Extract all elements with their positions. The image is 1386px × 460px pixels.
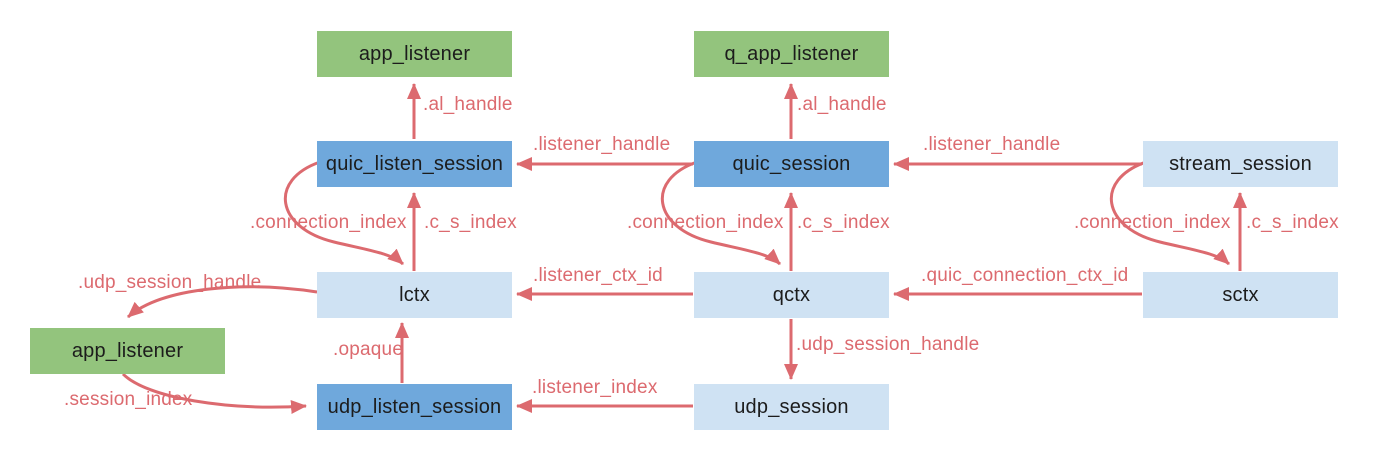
edge-session-index [121, 372, 307, 414]
edge-label-connection-index-3: .connection_index [1074, 212, 1231, 233]
edge-connection-index-2 [660, 160, 782, 266]
edge-udp-session-handle-left [127, 285, 318, 319]
edge-label-connection-index-1: .connection_index [250, 212, 407, 233]
edge-label-listener-ctx-id: .listener_ctx_id [533, 265, 663, 286]
edge-label-connection-index-2: .connection_index [627, 212, 784, 233]
node-quic-session: quic_session [694, 141, 889, 187]
edge-label-udp-session-handle-left: .udp_session_handle [78, 272, 262, 293]
node-app-listener-top: app_listener [317, 31, 512, 77]
node-udp-session: udp_session [694, 384, 889, 430]
edge-connection-index-3 [1109, 160, 1231, 266]
edge-label-session-index: .session_index [64, 389, 193, 410]
node-stream-session: stream_session [1143, 141, 1338, 187]
edge-connection-index-1 [283, 160, 405, 266]
node-sctx: sctx [1143, 272, 1338, 318]
node-quic-listen-session: quic_listen_session [317, 141, 512, 187]
edge-label-opaque: .opaque [333, 339, 404, 360]
edge-label-listener-index: .listener_index [532, 377, 658, 398]
node-q-app-listener: q_app_listener [694, 31, 889, 77]
edge-label-listener-handle-2: .listener_handle [923, 134, 1061, 155]
edge-label-c-s-index-3: .c_s_index [1246, 212, 1339, 233]
edge-label-c-s-index-2: .c_s_index [797, 212, 890, 233]
edge-label-udp-session-handle-mid: .udp_session_handle [796, 334, 980, 355]
edge-label-c-s-index-1: .c_s_index [424, 212, 517, 233]
node-app-listener-bottom: app_listener [30, 328, 225, 374]
edge-label-al-handle-2: .al_handle [797, 94, 887, 115]
node-qctx: qctx [694, 272, 889, 318]
node-lctx: lctx [317, 272, 512, 318]
edge-label-al-handle-1: .al_handle [423, 94, 513, 115]
node-udp-listen-session: udp_listen_session [317, 384, 512, 430]
edge-label-listener-handle-1: .listener_handle [533, 134, 671, 155]
edge-label-quic-connection-ctx-id: .quic_connection_ctx_id [921, 265, 1129, 286]
